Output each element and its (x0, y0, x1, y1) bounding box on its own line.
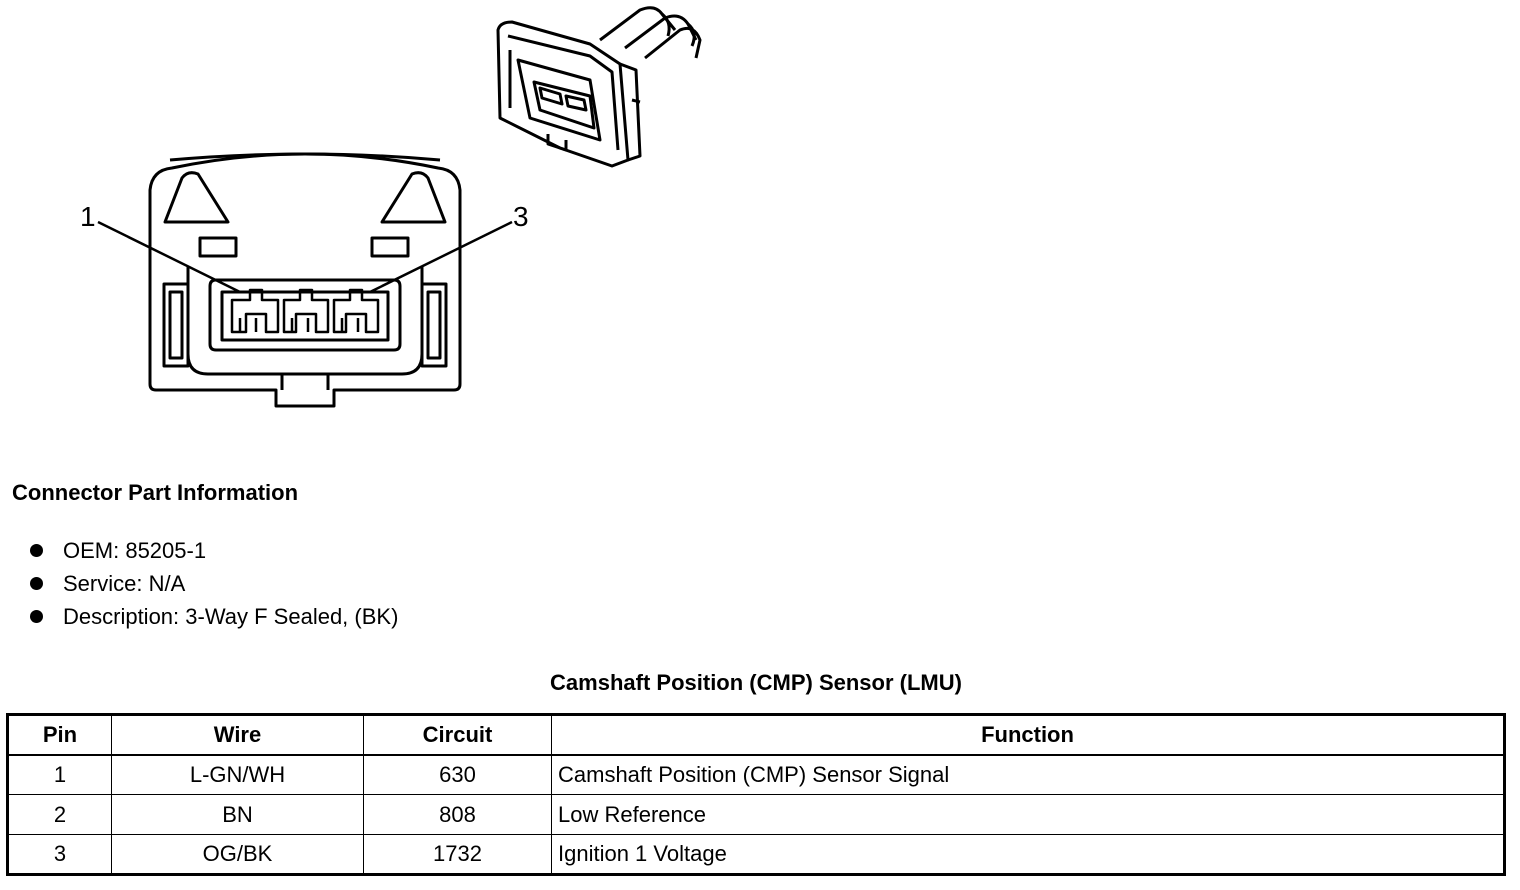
header-function: Function (551, 714, 1505, 755)
bullet-icon (30, 544, 43, 557)
pinout-table: Pin Wire Circuit Function 1 L-GN/WH 630 … (6, 713, 1506, 876)
function-cell: Ignition 1 Voltage (551, 834, 1505, 875)
harness-connector-illustration (496, 6, 702, 168)
terminal-cavities (230, 288, 380, 334)
header-pin: Pin (7, 714, 112, 755)
list-item: Description: 3-Way F Sealed, (BK) (28, 600, 398, 633)
table-row: 2 BN 808 Low Reference (7, 794, 1505, 835)
connector-face-view (148, 152, 462, 408)
pin-leader-lines (97, 220, 513, 294)
table-header-row: Pin Wire Circuit Function (7, 714, 1505, 755)
oem-text: OEM: 85205-1 (63, 538, 207, 563)
bullet-icon (30, 610, 43, 623)
header-wire: Wire (111, 714, 364, 755)
pin-cell: 2 (7, 794, 112, 835)
function-cell: Low Reference (551, 794, 1505, 835)
wire-cell: BN (111, 794, 364, 835)
pin-cell: 3 (7, 834, 112, 875)
connector-info-list: OEM: 85205-1 Service: N/A Description: 3… (28, 534, 398, 633)
list-item: Service: N/A (28, 567, 398, 600)
connector-info-heading: Connector Part Information (12, 480, 299, 505)
pin-cell: 1 (7, 754, 112, 795)
wire-cell: L-GN/WH (111, 754, 364, 795)
table-row: 3 OG/BK 1732 Ignition 1 Voltage (7, 834, 1505, 875)
connector-diagram: 1 3 (80, 6, 702, 408)
description-text: Description: 3-Way F Sealed, (BK) (63, 604, 399, 629)
table-row: 1 L-GN/WH 630 Camshaft Position (CMP) Se… (7, 754, 1505, 795)
circuit-cell: 630 (363, 754, 552, 795)
pin-3-label: 3 (513, 201, 529, 232)
list-item: OEM: 85205-1 (28, 534, 398, 567)
bullet-icon (30, 577, 43, 590)
wire-cell: OG/BK (111, 834, 364, 875)
pin-1-label: 1 (80, 201, 96, 232)
header-circuit: Circuit (363, 714, 552, 755)
circuit-cell: 808 (363, 794, 552, 835)
service-text: Service: N/A (63, 571, 186, 596)
circuit-cell: 1732 (363, 834, 552, 875)
table-title: Camshaft Position (CMP) Sensor (LMU) (550, 670, 962, 695)
function-cell: Camshaft Position (CMP) Sensor Signal (551, 754, 1505, 795)
